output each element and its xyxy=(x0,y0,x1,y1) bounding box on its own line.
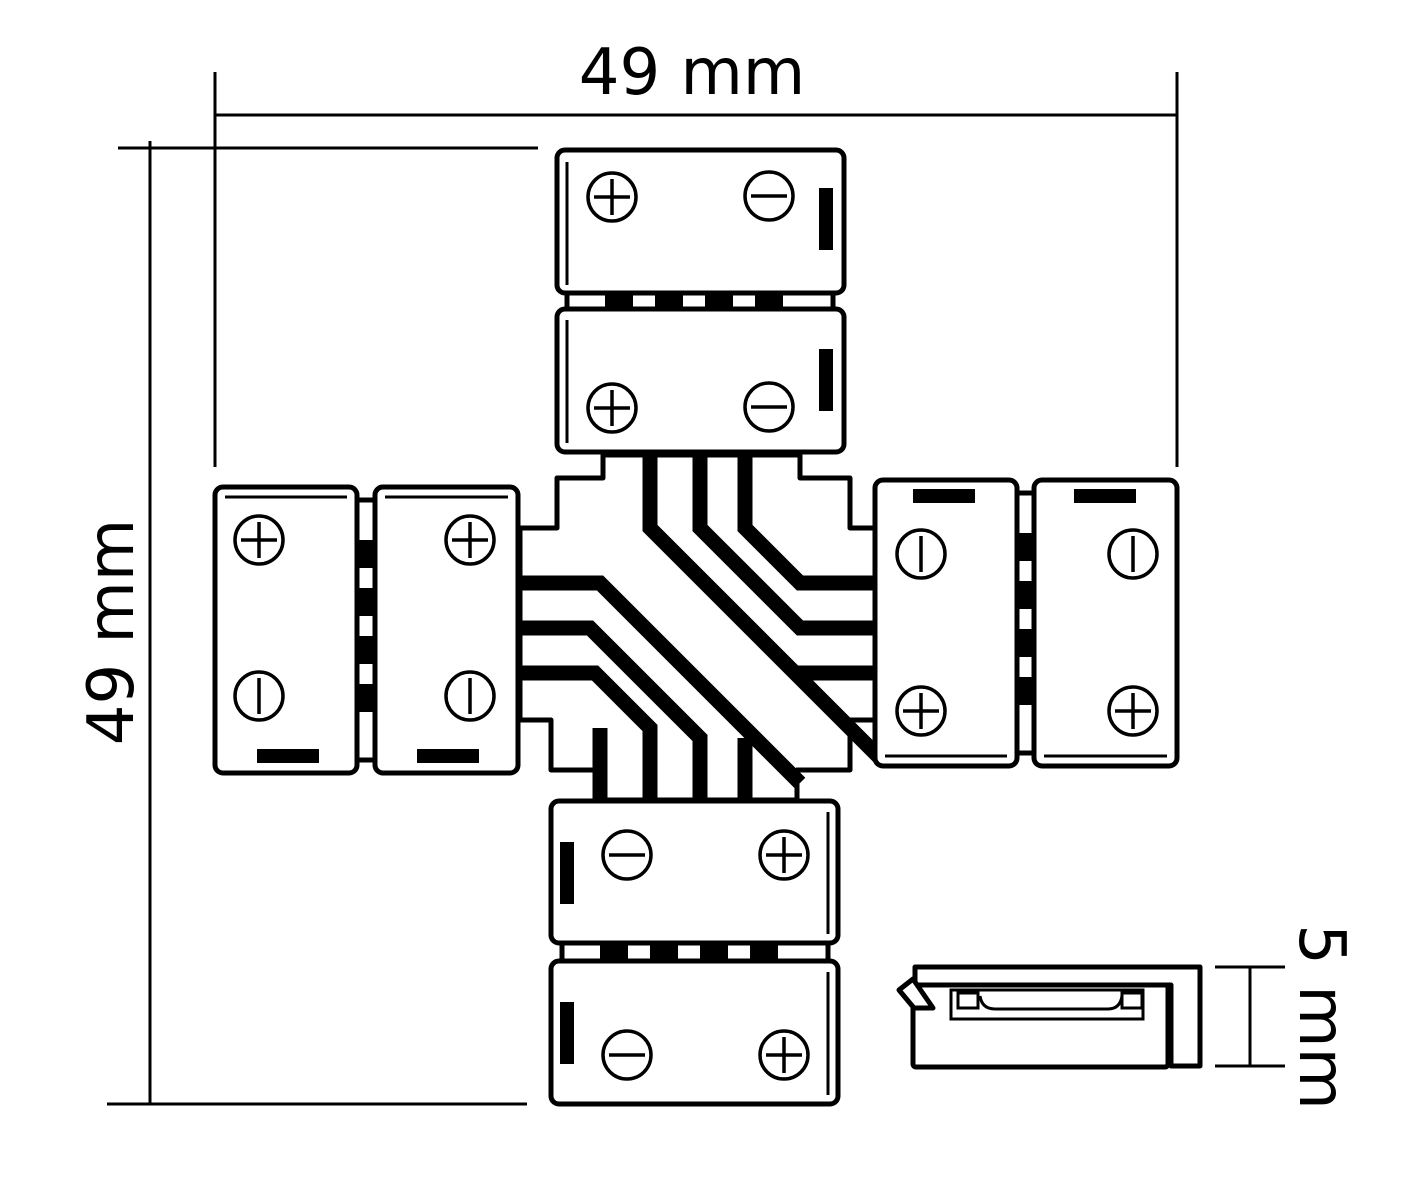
height-dimension: 49 mm xyxy=(75,141,538,1106)
polarity-mark xyxy=(257,749,319,763)
plus-terminal-icon xyxy=(444,514,496,566)
clip-left-outer xyxy=(212,484,360,776)
side-profile-view xyxy=(896,964,1203,1070)
profile-latch xyxy=(896,976,936,1011)
polarity-mark xyxy=(913,489,975,503)
left-clip-pair xyxy=(212,484,521,776)
right-clip-pair xyxy=(872,477,1180,769)
minus-terminal-icon xyxy=(743,170,795,222)
minus-terminal-icon xyxy=(1107,528,1159,580)
plus-terminal-icon xyxy=(586,382,638,434)
clip-top-outer xyxy=(554,147,847,296)
plus-terminal-icon xyxy=(233,514,285,566)
plus-terminal-icon xyxy=(895,685,947,737)
clip-top-inner xyxy=(554,306,847,455)
profile-contact xyxy=(978,995,1124,1011)
minus-terminal-icon xyxy=(233,670,285,722)
width-dimension: 49 mm xyxy=(213,36,1179,467)
clip-bottom-outer xyxy=(548,958,841,1107)
clip-right-outer xyxy=(1031,477,1180,769)
minus-terminal-icon xyxy=(601,1029,653,1081)
wire-traces xyxy=(520,455,886,800)
polarity-mark xyxy=(819,188,833,250)
plus-terminal-icon xyxy=(1107,685,1159,737)
polarity-mark xyxy=(1074,489,1136,503)
clip-right-inner xyxy=(872,477,1020,769)
right-hinge-pins xyxy=(1016,533,1036,705)
plus-terminal-icon xyxy=(758,1029,810,1081)
depth-dimension-label: 5 mm xyxy=(1284,924,1358,1110)
polarity-mark xyxy=(819,349,833,411)
polarity-mark xyxy=(417,749,479,763)
clip-bottom-inner xyxy=(548,798,841,946)
plus-terminal-icon xyxy=(586,171,638,223)
minus-terminal-icon xyxy=(743,381,795,433)
minus-terminal-icon xyxy=(895,528,947,580)
plus-terminal-icon xyxy=(758,829,810,881)
top-clip-pair xyxy=(554,147,847,455)
clip-left-inner xyxy=(372,484,521,776)
bottom-clip-pair xyxy=(548,798,841,1107)
minus-terminal-icon xyxy=(444,670,496,722)
depth-dimension: 5 mm xyxy=(1215,924,1358,1110)
width-dimension-label: 49 mm xyxy=(579,36,805,110)
bottom-hinge-pins xyxy=(600,943,778,961)
polarity-mark xyxy=(560,1002,574,1064)
height-dimension-label: 49 mm xyxy=(75,519,149,745)
top-hinge-pins xyxy=(605,292,783,310)
minus-terminal-icon xyxy=(601,829,653,881)
left-hinge-pins xyxy=(356,540,376,712)
polarity-mark xyxy=(560,842,574,904)
